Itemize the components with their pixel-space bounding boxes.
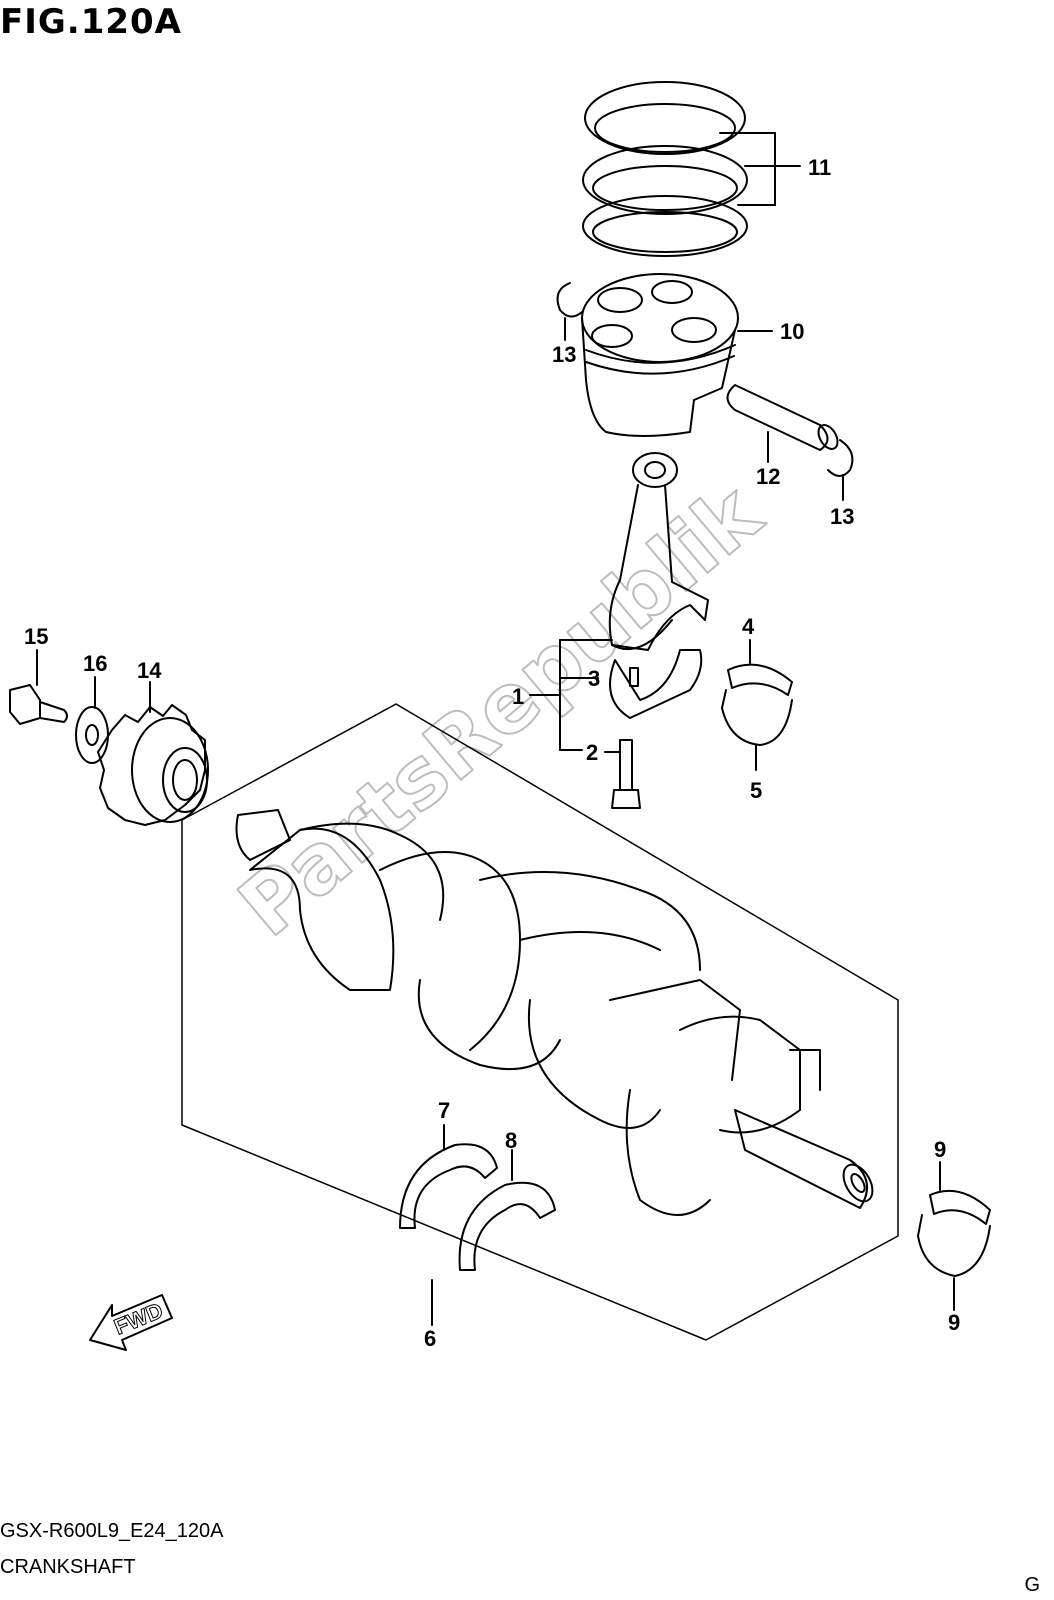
callout-1: 1 bbox=[512, 684, 524, 709]
figure-name: CRANKSHAFT bbox=[0, 1556, 136, 1578]
callout-11: 11 bbox=[808, 155, 831, 180]
thrust-washers bbox=[399, 1124, 556, 1326]
conrod-bearing bbox=[721, 639, 793, 771]
main-bearing bbox=[917, 1161, 991, 1311]
callout-6: 6 bbox=[424, 1326, 436, 1351]
figure-title: FIG.120A bbox=[0, 2, 182, 42]
washer bbox=[75, 676, 109, 764]
model-code: GSX-R600L9_E24_120A bbox=[0, 1520, 224, 1542]
snap-ring-right bbox=[827, 439, 854, 501]
callout-9-bottom: 9 bbox=[948, 1310, 960, 1335]
piston bbox=[581, 273, 773, 437]
callout-13-left: 13 bbox=[552, 342, 576, 367]
callout-8: 8 bbox=[505, 1128, 517, 1153]
crank-sprocket bbox=[97, 681, 209, 826]
forward-direction-arrow bbox=[89, 1294, 173, 1351]
callout-5: 5 bbox=[750, 778, 762, 803]
callout-15: 15 bbox=[24, 624, 48, 649]
callout-14: 14 bbox=[137, 658, 162, 683]
callout-3: 3 bbox=[588, 666, 600, 691]
callout-13-right: 13 bbox=[830, 504, 854, 529]
piston-rings bbox=[582, 81, 801, 257]
crankshaft bbox=[235, 809, 874, 1216]
callout-10: 10 bbox=[780, 319, 804, 344]
callout-7: 7 bbox=[438, 1098, 450, 1123]
snap-ring-left bbox=[556, 282, 583, 341]
sprocket-bolt bbox=[9, 649, 68, 725]
corner-mark: G bbox=[1024, 1574, 1040, 1596]
callout-2: 2 bbox=[586, 740, 598, 765]
callout-16: 16 bbox=[83, 651, 107, 676]
callout-12: 12 bbox=[756, 464, 780, 489]
crankshaft-assembly-outline bbox=[181, 703, 899, 1341]
conrod-bolt bbox=[604, 739, 641, 809]
piston-pin bbox=[726, 384, 839, 463]
callout-9-top: 9 bbox=[934, 1137, 946, 1162]
callout-4: 4 bbox=[742, 614, 755, 639]
connecting-rod bbox=[529, 452, 709, 751]
